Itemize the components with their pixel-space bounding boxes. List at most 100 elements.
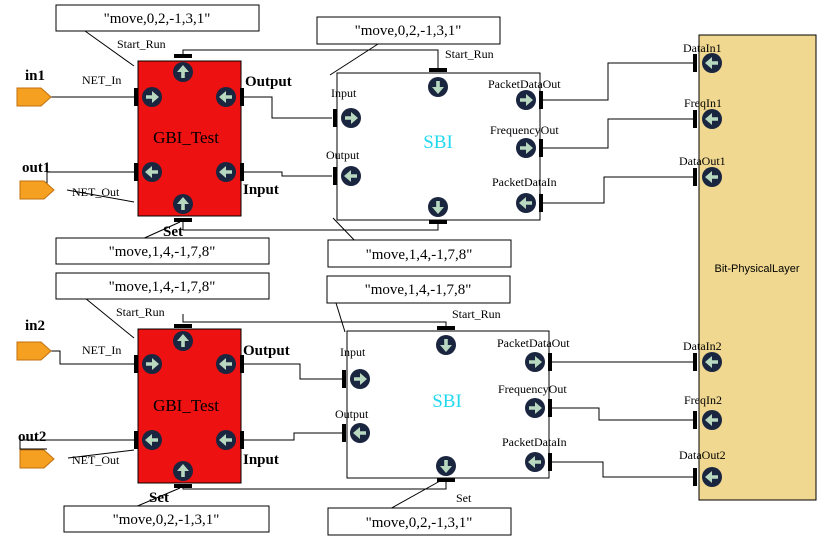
bottom-sbi-start-run-label: Start_Run xyxy=(452,307,501,321)
top-gbi-title: GBI_Test xyxy=(153,128,219,147)
bottom-sbi-start-run-port-icon[interactable] xyxy=(436,335,456,355)
bottom-gbi-input-port-icon[interactable] xyxy=(216,430,236,450)
freq-in2-label: FreqIn2 xyxy=(684,393,722,407)
top-gbi-output-port-icon[interactable] xyxy=(216,87,236,107)
terminal-out1[interactable]: out1 xyxy=(19,160,55,200)
bottom-sbi-title: SBI xyxy=(432,391,462,412)
top-sbi-frequency-out-label: FrequencyOut xyxy=(490,123,559,137)
data-out2-port-icon[interactable] xyxy=(702,467,722,487)
bottom-gbi-input-label: Input xyxy=(243,452,279,468)
top-sbi-output-port-icon[interactable] xyxy=(341,166,361,186)
bottom-sbi-frequency-out-port-icon[interactable] xyxy=(525,398,545,418)
top-sbi-packet-data-in-port-icon[interactable] xyxy=(516,193,536,213)
bottom-gbi-start-run-port-icon[interactable] xyxy=(173,331,193,351)
bottom-sbi-packet-data-in-label: PacketDataIn xyxy=(502,435,567,449)
freq-in1-port-icon[interactable] xyxy=(702,109,722,129)
top-sbi-start-run-port-icon[interactable] xyxy=(428,77,448,97)
bottom-gbi-command-bottom[interactable]: "move,0,2,-1,3,1" xyxy=(63,505,270,533)
bottom-gbi-net-out-port-icon[interactable] xyxy=(142,430,162,450)
top-sbi-title: SBI xyxy=(423,132,453,153)
top-sbi-input-label: Input xyxy=(331,86,357,100)
top-sbi-input-port-icon[interactable] xyxy=(341,108,361,128)
terminal-in1-arrow-icon xyxy=(16,87,52,107)
terminal-out2[interactable]: out2 xyxy=(18,429,55,469)
physical-layer-title: Bit-PhysicalLayer xyxy=(715,263,800,275)
bottom-sbi-set-label: Set xyxy=(456,491,472,505)
bottom-gbi-title: GBI_Test xyxy=(153,396,219,415)
terminal-in2[interactable]: in2 xyxy=(16,318,52,361)
bottom-gbi-command-top-text: "move,1,4,-1,7,8" xyxy=(109,279,216,295)
top-sbi-output-label: Output xyxy=(326,148,360,162)
top-gbi-set-port-icon[interactable] xyxy=(173,194,193,214)
top-sbi-packet-data-in-label: PacketDataIn xyxy=(492,175,557,189)
bottom-sbi-frequency-out-label: FrequencyOut xyxy=(498,382,567,396)
terminal-out1-label: out1 xyxy=(22,160,50,176)
bottom-gbi-output-label: Output xyxy=(243,343,290,359)
data-in1-port-icon[interactable] xyxy=(702,53,722,73)
top-gbi-input-label: Input xyxy=(243,182,279,198)
bottom-gbi-net-in-label: NET_In xyxy=(82,343,121,357)
bottom-gbi-output-port-icon[interactable] xyxy=(216,354,236,374)
terminal-in2-label: in2 xyxy=(25,318,45,334)
top-sbi-frequency-out-port-icon[interactable] xyxy=(516,138,536,158)
bottom-sbi-command-bottom[interactable]: "move,0,2,-1,3,1" xyxy=(327,507,512,536)
top-gbi-input-port-icon[interactable] xyxy=(216,162,236,182)
top-gbi-command-bottom[interactable]: "move,1,4,-1,7,8" xyxy=(55,237,270,265)
bottom-gbi-command-top[interactable]: "move,1,4,-1,7,8" xyxy=(55,272,270,300)
bottom-sbi-block[interactable]: SBI xyxy=(346,330,550,479)
terminal-out2-label: out2 xyxy=(18,429,46,445)
bottom-sbi-command-bottom-text: "move,0,2,-1,3,1" xyxy=(366,515,473,531)
bottom-gbi-net-out-label: NET_Out xyxy=(72,453,120,467)
bottom-sbi-set-port-icon[interactable] xyxy=(436,456,456,476)
wires xyxy=(19,30,694,511)
top-gbi-set-label: Set xyxy=(163,224,183,240)
bottom-gbi-start-run-label: Start_Run xyxy=(116,305,165,319)
bottom-sbi-command-top[interactable]: "move,1,4,-1,7,8" xyxy=(326,275,511,304)
terminal-out2-arrow-icon xyxy=(19,449,55,469)
terminal-in1-label: in1 xyxy=(25,68,45,84)
top-gbi-test-block[interactable]: GBI_Test xyxy=(137,60,242,217)
data-out2-label: DataOut2 xyxy=(679,448,726,462)
top-gbi-net-out-port-icon[interactable] xyxy=(142,162,162,182)
terminal-out1-arrow-icon xyxy=(19,180,55,200)
top-gbi-command-top[interactable]: "move,0,2,-1,3,1" xyxy=(55,4,260,32)
data-in1-label: DataIn1 xyxy=(683,41,722,55)
terminal-in1[interactable]: in1 xyxy=(16,68,52,107)
top-sbi-block[interactable]: SBI xyxy=(336,72,541,221)
bottom-gbi-command-bottom-text: "move,0,2,-1,3,1" xyxy=(113,512,220,528)
bottom-gbi-set-label: Set xyxy=(149,490,169,506)
top-sbi-command-bottom[interactable]: "move,1,4,-1,7,8" xyxy=(327,239,512,268)
bottom-sbi-output-port-icon[interactable] xyxy=(350,423,370,443)
top-sbi-start-run-label: Start_Run xyxy=(445,47,494,61)
top-sbi-packet-data-out-label: PacketDataOut xyxy=(488,77,561,91)
top-gbi-output-label: Output xyxy=(245,74,292,90)
top-gbi-net-in-label: NET_In xyxy=(82,73,121,87)
top-sbi-command-bottom-text: "move,1,4,-1,7,8" xyxy=(366,247,473,263)
bottom-sbi-packet-data-out-label: PacketDataOut xyxy=(497,336,570,350)
bottom-sbi-output-label: Output xyxy=(335,407,369,421)
bottom-sbi-input-port-icon[interactable] xyxy=(350,369,370,389)
top-gbi-net-out-label: NET_Out xyxy=(72,185,120,199)
bottom-gbi-test-block[interactable]: GBI_Test xyxy=(137,328,242,484)
data-out1-port-icon[interactable] xyxy=(702,167,722,187)
data-out1-label: DataOut1 xyxy=(679,154,726,168)
data-in2-port-icon[interactable] xyxy=(702,352,722,372)
top-sbi-set-port-icon[interactable] xyxy=(428,197,448,217)
top-gbi-command-top-text: "move,0,2,-1,3,1" xyxy=(104,11,211,27)
top-sbi-command-top[interactable]: "move,0,2,-1,3,1" xyxy=(316,16,501,45)
bottom-sbi-input-label: Input xyxy=(340,345,366,359)
freq-in2-port-icon[interactable] xyxy=(702,410,722,430)
top-gbi-start-run-label: Start_Run xyxy=(117,37,166,51)
bottom-sbi-packet-data-out-port-icon[interactable] xyxy=(525,352,545,372)
freq-in1-label: FreqIn1 xyxy=(684,96,722,110)
top-gbi-net-in-port-icon[interactable] xyxy=(142,87,162,107)
bottom-sbi-packet-data-in-port-icon[interactable] xyxy=(525,452,545,472)
bottom-gbi-net-in-port-icon[interactable] xyxy=(142,354,162,374)
bottom-gbi-set-port-icon[interactable] xyxy=(173,461,193,481)
data-in2-label: DataIn2 xyxy=(683,339,722,353)
top-sbi-packet-data-out-port-icon[interactable] xyxy=(516,90,536,110)
terminal-in2-arrow-icon xyxy=(16,341,52,361)
top-sbi-command-top-text: "move,0,2,-1,3,1" xyxy=(355,23,462,39)
top-gbi-start-run-port-icon[interactable] xyxy=(173,62,193,82)
